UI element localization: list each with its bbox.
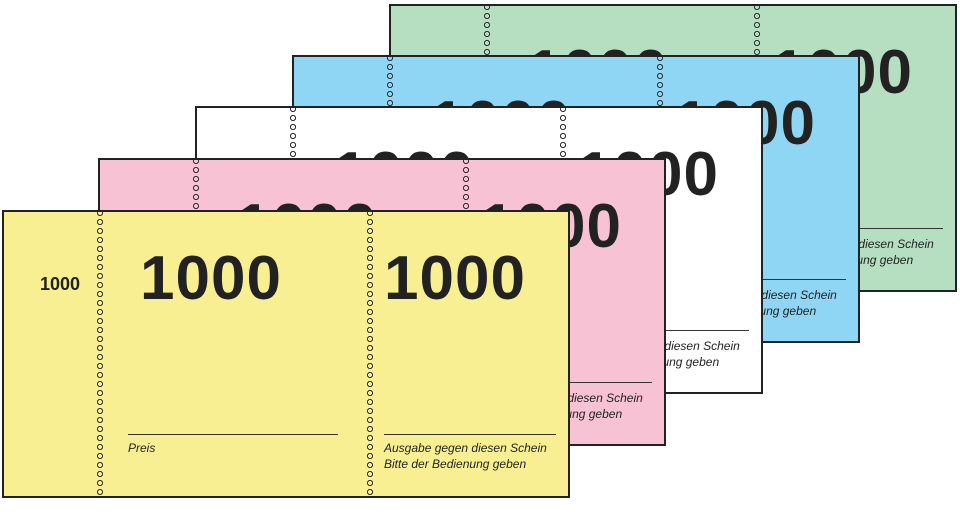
footer-line-1: Ausgabe gegen diesen Schein (384, 441, 547, 455)
ticket-yellow: 1000 1000 1000 Preis Ausgabe gegen diese… (2, 210, 570, 498)
footer-text: Ausgabe gegen diesen Schein Bitte der Be… (384, 440, 547, 472)
price-line (128, 434, 338, 435)
footer-line-2: Bitte der Bedienung geben (384, 457, 527, 471)
price-label: Preis (128, 441, 156, 455)
ticket-number-right: 1000 (384, 244, 526, 313)
stub-number: 1000 (40, 274, 81, 294)
ticket-number: 1000 (140, 244, 282, 313)
perforation-left (96, 212, 104, 496)
footer-line (384, 434, 556, 435)
perforation-right (366, 212, 374, 496)
